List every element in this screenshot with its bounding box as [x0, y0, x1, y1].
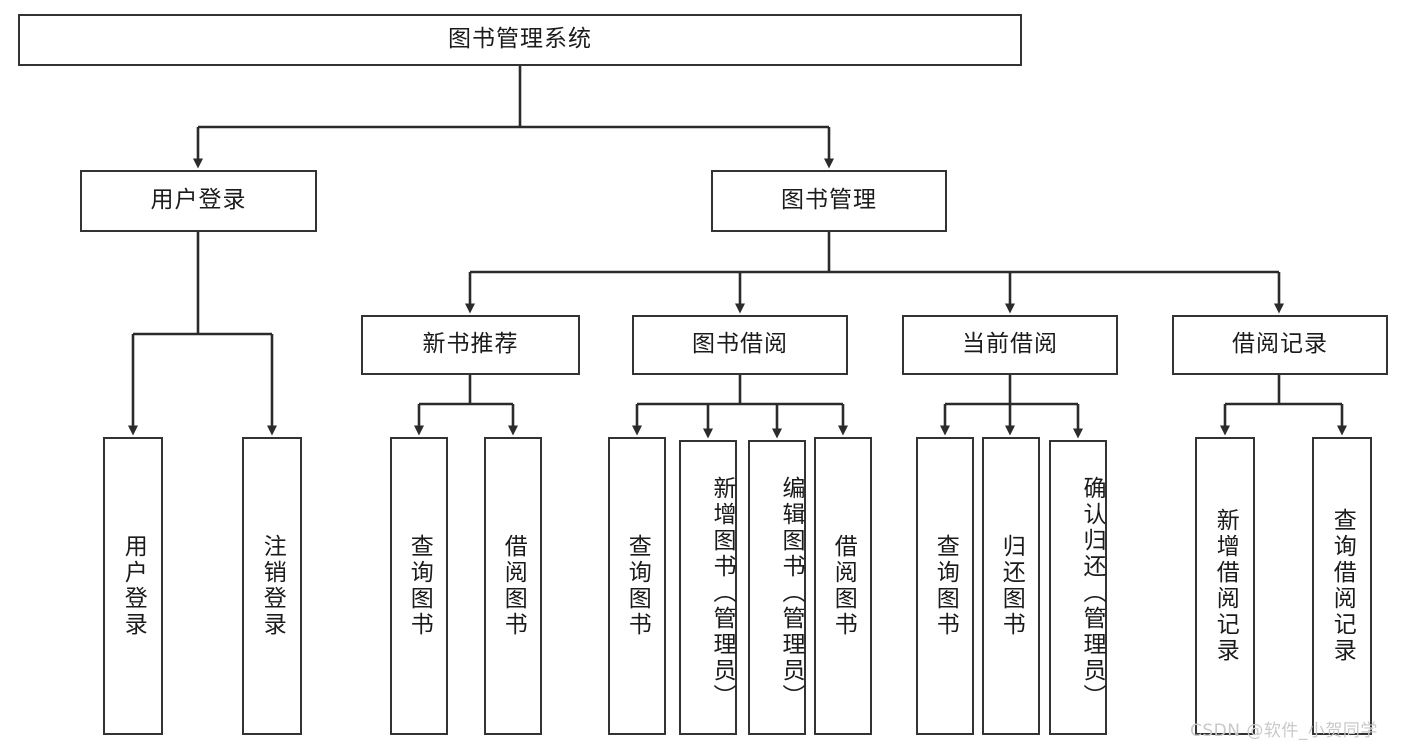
node-book-borrow[interactable]: 图书借阅 — [632, 315, 848, 375]
node-borrow-records[interactable]: 借阅记录 — [1172, 315, 1388, 375]
node-current-borrow[interactable]: 当前借阅 — [902, 315, 1118, 375]
leaf-query-borrow-record[interactable]: 查询借阅记录 — [1312, 437, 1372, 735]
node-book-management[interactable]: 图书管理 — [711, 170, 947, 232]
leaf-borrow-book-recommend[interactable]: 借阅图书 — [484, 437, 542, 735]
csdn-watermark: CSDN @软件_小贺同学 — [1190, 721, 1378, 741]
leaf-add-borrow-record[interactable]: 新增借阅记录 — [1195, 437, 1255, 735]
node-root-system[interactable]: 图书管理系统 — [18, 14, 1022, 66]
node-new-book-recommend[interactable]: 新书推荐 — [361, 315, 580, 375]
leaf-add-book-admin[interactable]: 新增图书（管理员） — [679, 440, 737, 735]
leaf-borrow-book[interactable]: 借阅图书 — [814, 437, 872, 735]
leaf-edit-book-admin[interactable]: 编辑图书（管理员） — [748, 440, 806, 735]
leaf-query-book-recommend[interactable]: 查询图书 — [390, 437, 448, 735]
leaf-return-book[interactable]: 归还图书 — [982, 437, 1040, 735]
leaf-query-book-current[interactable]: 查询图书 — [916, 437, 974, 735]
leaf-user-login[interactable]: 用户登录 — [103, 437, 163, 735]
leaf-user-logout[interactable]: 注销登录 — [242, 437, 302, 735]
leaf-confirm-return-admin[interactable]: 确认归还（管理员） — [1049, 440, 1107, 735]
leaf-query-book-borrow[interactable]: 查询图书 — [608, 437, 666, 735]
node-user-login[interactable]: 用户登录 — [80, 170, 317, 232]
